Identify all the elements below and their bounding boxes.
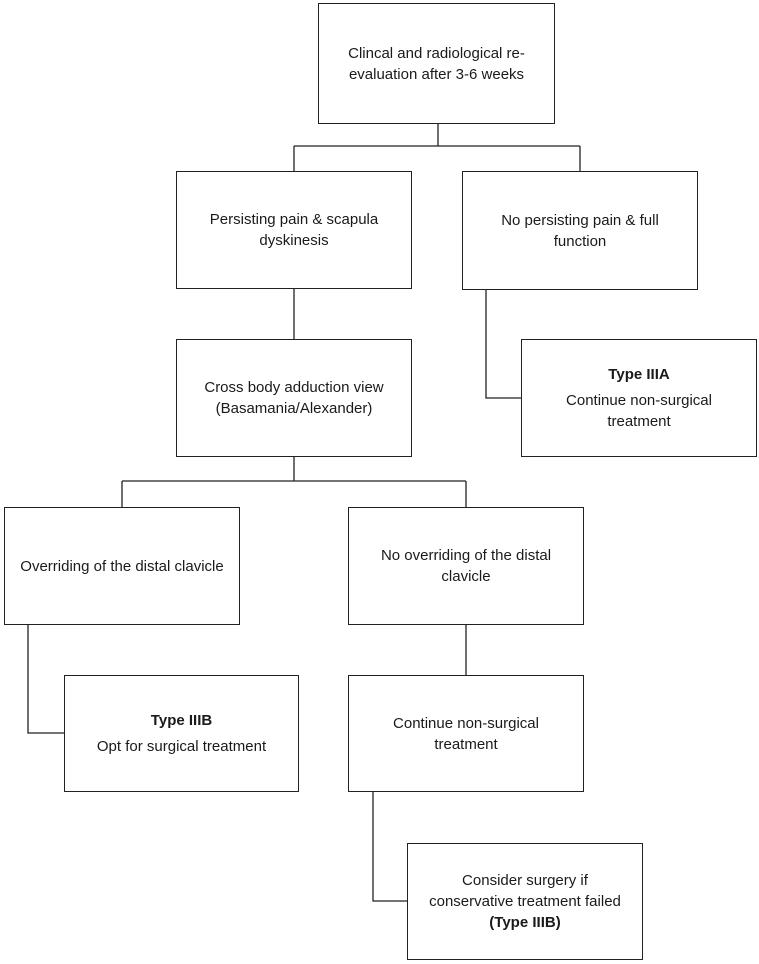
no-persisting-pain-line-1: No persisting pain & full <box>501 211 659 229</box>
reevaluation-box: Clincal and radiological re- evaluation … <box>318 3 555 124</box>
connector-nopain-to-type3a <box>485 290 521 399</box>
cross-body-view-line-2: (Basamania/Alexander) <box>215 400 373 417</box>
no-persisting-pain-box: No persisting pain & full function <box>462 171 698 290</box>
consider-surgery-footer: (Type IIIB) <box>489 914 561 931</box>
consider-surgery-line-2: conservative treatment failed <box>429 893 621 910</box>
no-overriding-line-2: clavicle <box>441 568 491 585</box>
consider-surgery-box: Consider surgery if conservative treatme… <box>407 843 643 960</box>
no-overriding-line-1: No overriding of the distal <box>380 547 552 564</box>
reevaluation-line-2: evaluation after 3-6 weeks <box>348 65 525 83</box>
cross-body-view-line-1: Cross body adduction view <box>204 379 384 396</box>
continue-nonsurgical-box: Continue non-surgical treatment <box>348 675 584 792</box>
no-persisting-pain-line-2: function <box>553 232 607 250</box>
type-3a-line-2: treatment <box>607 413 671 430</box>
type-3a-heading: Type IIIA <box>608 366 670 383</box>
type-3b-surgical-box: Type IIIB Opt for surgical treatment <box>64 675 299 792</box>
persisting-pain-line-2: dyskinesis <box>259 232 329 249</box>
connector-overriding-to-type3b <box>27 625 64 734</box>
type-3a-line-1: Continue non-surgical <box>566 392 712 409</box>
persisting-pain-box: Persisting pain & scapula dyskinesis <box>176 171 412 289</box>
type-3a-box: Type IIIA Continue non-surgical treatmen… <box>521 339 757 457</box>
connector-view-branch <box>121 457 467 507</box>
connector-top-branch <box>293 124 581 171</box>
reevaluation-line-1: Clincal and radiological re- <box>348 44 525 62</box>
no-overriding-box: No overriding of the distal clavicle <box>348 507 584 625</box>
connector-continue-to-consider <box>372 792 407 902</box>
overriding-line-1: Overriding of the distal clavicle <box>20 557 224 575</box>
persisting-pain-line-1: Persisting pain & scapula <box>209 211 379 228</box>
overriding-box: Overriding of the distal clavicle <box>4 507 240 625</box>
cross-body-view-box: Cross body adduction view (Basamania/Ale… <box>176 339 412 457</box>
type-3b-surgical-line-1: Opt for surgical treatment <box>96 738 267 755</box>
consider-surgery-line-1: Consider surgery if <box>462 872 588 889</box>
continue-nonsurgical-line-1: Continue non-surgical <box>393 714 539 732</box>
type-3b-surgical-heading: Type IIIB <box>150 712 213 729</box>
continue-nonsurgical-line-2: treatment <box>434 735 498 753</box>
